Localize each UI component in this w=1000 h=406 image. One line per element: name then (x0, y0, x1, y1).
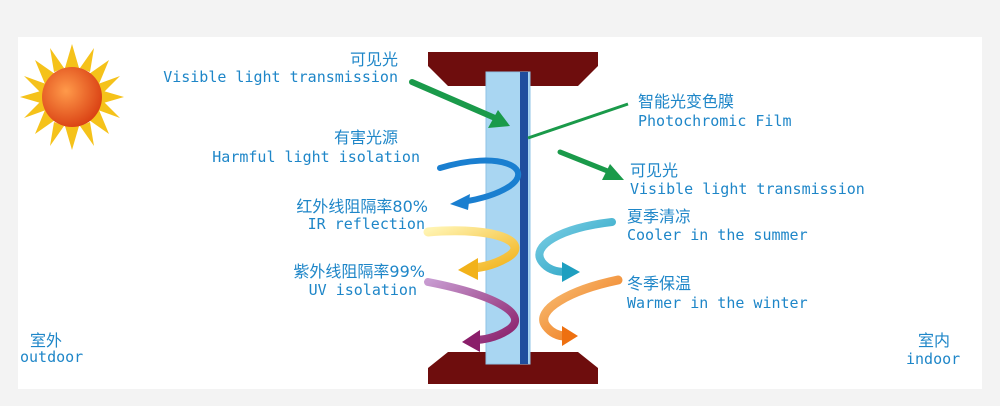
harmful-zh: 有害光源 (333, 128, 398, 147)
uv-en: UV isolation (308, 281, 417, 299)
winter-zh: 冬季保温 (627, 274, 692, 293)
uv-isolation-arrow (424, 278, 519, 352)
visible-out-en: Visible light transmission (630, 180, 865, 198)
ir-zh: 红外线阻隔率80% (296, 197, 428, 216)
summer-en: Cooler in the summer (627, 226, 808, 244)
visible-light-in-arrow (409, 79, 510, 128)
frame-top (428, 52, 598, 86)
film-en: Photochromic Film (638, 112, 792, 130)
harmful-en: Harmful light isolation (212, 148, 420, 166)
indoor-en: indoor (906, 350, 961, 368)
photochromic-film-line (520, 72, 528, 364)
winter-en: Warmer in the winter (627, 294, 808, 312)
cooler-summer-arrow (535, 218, 616, 282)
ir-en: IR reflection (307, 215, 425, 233)
sun-icon (20, 44, 124, 150)
visible-light-out-arrow (557, 149, 624, 180)
uv-zh: 紫外线阻隔率99% (293, 262, 425, 281)
frame-bottom (428, 352, 598, 384)
outdoor-zh: 室外 (30, 331, 63, 350)
visible-out-zh: 可见光 (630, 161, 679, 180)
summer-zh: 夏季清凉 (627, 207, 692, 226)
film-zh: 智能光变色膜 (638, 92, 735, 111)
indoor-zh: 室内 (918, 331, 951, 350)
harmful-light-arrow (437, 157, 522, 210)
ir-reflection-arrow (423, 226, 520, 280)
film-pointer-line (527, 102, 629, 140)
visible-in-zh: 可见光 (349, 50, 398, 69)
visible-in-en: Visible light transmission (163, 68, 398, 86)
outdoor-en: outdoor (20, 348, 84, 366)
warmer-winter-arrow (539, 275, 623, 346)
